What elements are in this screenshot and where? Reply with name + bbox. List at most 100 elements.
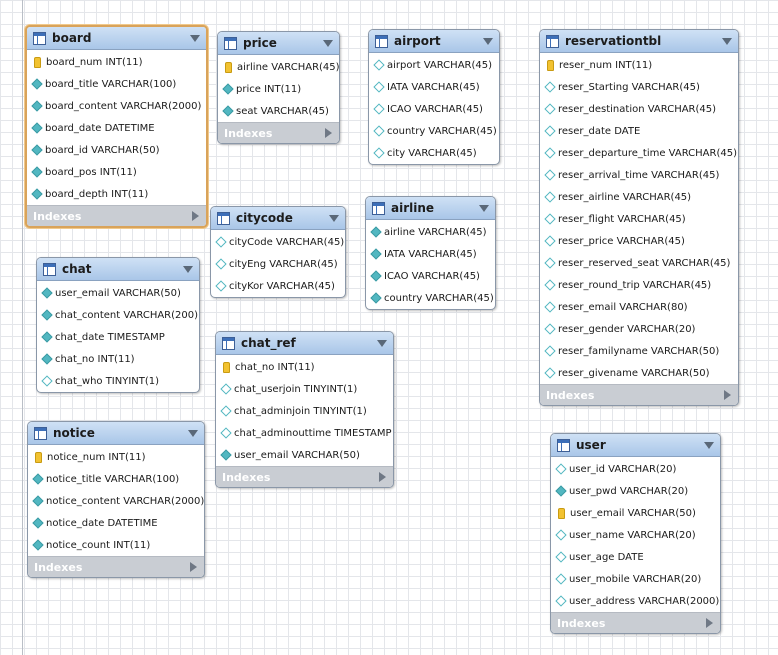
collapse-arrow-icon[interactable]: [483, 38, 493, 45]
column-row[interactable]: chat_adminouttime TIMESTAMP: [216, 422, 393, 444]
table-header[interactable]: reservationtbl: [540, 30, 738, 53]
column-row[interactable]: chat_no INT(11): [216, 356, 393, 378]
column-row[interactable]: reser_Starting VARCHAR(45): [540, 76, 738, 98]
table-header[interactable]: citycode: [211, 207, 345, 230]
column-row[interactable]: chat_date TIMESTAMP: [37, 326, 199, 348]
column-row[interactable]: city VARCHAR(45): [369, 142, 499, 164]
table-header[interactable]: airline: [366, 197, 495, 220]
column-row[interactable]: country VARCHAR(45): [369, 120, 499, 142]
collapse-arrow-icon[interactable]: [704, 442, 714, 449]
column-row[interactable]: chat_adminjoin TINYINT(1): [216, 400, 393, 422]
table-header[interactable]: airport: [369, 30, 499, 53]
column-row[interactable]: board_date DATETIME: [27, 117, 206, 139]
collapse-arrow-icon[interactable]: [323, 40, 333, 47]
expand-arrow-icon[interactable]: [706, 618, 713, 628]
column-row[interactable]: board_id VARCHAR(50): [27, 139, 206, 161]
expand-arrow-icon[interactable]: [724, 390, 731, 400]
collapse-arrow-icon[interactable]: [183, 266, 193, 273]
column-row[interactable]: reser_departure_time VARCHAR(45): [540, 142, 738, 164]
column-row[interactable]: board_depth INT(11): [27, 183, 206, 205]
column-row[interactable]: IATA VARCHAR(45): [369, 76, 499, 98]
column-row[interactable]: board_num INT(11): [27, 51, 206, 73]
table-header[interactable]: price: [218, 32, 339, 55]
column-row[interactable]: IATA VARCHAR(45): [366, 243, 495, 265]
column-row[interactable]: user_name VARCHAR(20): [551, 524, 720, 546]
column-row[interactable]: reser_familyname VARCHAR(50): [540, 340, 738, 362]
indexes-section[interactable]: Indexes: [216, 466, 393, 487]
column-row[interactable]: user_mobile VARCHAR(20): [551, 568, 720, 590]
column-row[interactable]: chat_no INT(11): [37, 348, 199, 370]
column-row[interactable]: airport VARCHAR(45): [369, 54, 499, 76]
column-row[interactable]: chat_who TINYINT(1): [37, 370, 199, 392]
column-row[interactable]: user_email VARCHAR(50): [551, 502, 720, 524]
collapse-arrow-icon[interactable]: [329, 215, 339, 222]
column-row[interactable]: board_pos INT(11): [27, 161, 206, 183]
table-header[interactable]: chat: [37, 258, 199, 281]
indexes-section[interactable]: Indexes: [27, 205, 206, 226]
column-row[interactable]: reser_destination VARCHAR(45): [540, 98, 738, 120]
column-row[interactable]: cityKor VARCHAR(45): [211, 275, 345, 297]
indexes-section[interactable]: Indexes: [540, 384, 738, 405]
column-row[interactable]: user_email VARCHAR(50): [37, 282, 199, 304]
column-row[interactable]: notice_content VARCHAR(2000): [28, 490, 204, 512]
column-row[interactable]: user_address VARCHAR(2000): [551, 590, 720, 612]
column-row[interactable]: cityCode VARCHAR(45): [211, 231, 345, 253]
expand-arrow-icon[interactable]: [379, 472, 386, 482]
collapse-arrow-icon[interactable]: [377, 340, 387, 347]
column-row[interactable]: reser_round_trip VARCHAR(45): [540, 274, 738, 296]
column-row[interactable]: reser_date DATE: [540, 120, 738, 142]
column-row[interactable]: user_id VARCHAR(20): [551, 458, 720, 480]
column-row[interactable]: ICAO VARCHAR(45): [366, 265, 495, 287]
collapse-arrow-icon[interactable]: [479, 205, 489, 212]
column-row[interactable]: reser_flight VARCHAR(45): [540, 208, 738, 230]
column-row[interactable]: cityEng VARCHAR(45): [211, 253, 345, 275]
column-row[interactable]: chat_content VARCHAR(200): [37, 304, 199, 326]
indexes-section[interactable]: Indexes: [28, 556, 204, 577]
column-row[interactable]: notice_title VARCHAR(100): [28, 468, 204, 490]
table-header[interactable]: chat_ref: [216, 332, 393, 355]
collapse-arrow-icon[interactable]: [190, 35, 200, 42]
collapse-arrow-icon[interactable]: [188, 430, 198, 437]
column-row[interactable]: reser_reserved_seat VARCHAR(45): [540, 252, 738, 274]
column-row[interactable]: reser_num INT(11): [540, 54, 738, 76]
column-row[interactable]: airline VARCHAR(45): [366, 221, 495, 243]
column-row[interactable]: country VARCHAR(45): [366, 287, 495, 309]
expand-arrow-icon[interactable]: [325, 128, 332, 138]
table-header[interactable]: user: [551, 434, 720, 457]
column-row[interactable]: ICAO VARCHAR(45): [369, 98, 499, 120]
column-row[interactable]: price INT(11): [218, 78, 339, 100]
column-row[interactable]: notice_date DATETIME: [28, 512, 204, 534]
column-row[interactable]: seat VARCHAR(45): [218, 100, 339, 122]
column-row[interactable]: reser_email VARCHAR(80): [540, 296, 738, 318]
column-row[interactable]: board_title VARCHAR(100): [27, 73, 206, 95]
column-row[interactable]: notice_count INT(11): [28, 534, 204, 556]
table-header[interactable]: notice: [28, 422, 204, 445]
column-row[interactable]: reser_gender VARCHAR(20): [540, 318, 738, 340]
expand-arrow-icon[interactable]: [190, 562, 197, 572]
column-row[interactable]: user_pwd VARCHAR(20): [551, 480, 720, 502]
column-row[interactable]: notice_num INT(11): [28, 446, 204, 468]
column-row[interactable]: user_age DATE: [551, 546, 720, 568]
column-row[interactable]: airline VARCHAR(45): [218, 56, 339, 78]
column-row[interactable]: reser_price VARCHAR(45): [540, 230, 738, 252]
column-row[interactable]: board_content VARCHAR(2000): [27, 95, 206, 117]
table-header[interactable]: board: [27, 27, 206, 50]
column-row[interactable]: reser_arrival_time VARCHAR(45): [540, 164, 738, 186]
column-row[interactable]: reser_airline VARCHAR(45): [540, 186, 738, 208]
column-row[interactable]: reser_givename VARCHAR(50): [540, 362, 738, 384]
collapse-arrow-icon[interactable]: [722, 38, 732, 45]
indexes-section[interactable]: Indexes: [218, 122, 339, 143]
column-row[interactable]: chat_userjoin TINYINT(1): [216, 378, 393, 400]
indexes-section[interactable]: Indexes: [551, 612, 720, 633]
column-row[interactable]: user_email VARCHAR(50): [216, 444, 393, 466]
